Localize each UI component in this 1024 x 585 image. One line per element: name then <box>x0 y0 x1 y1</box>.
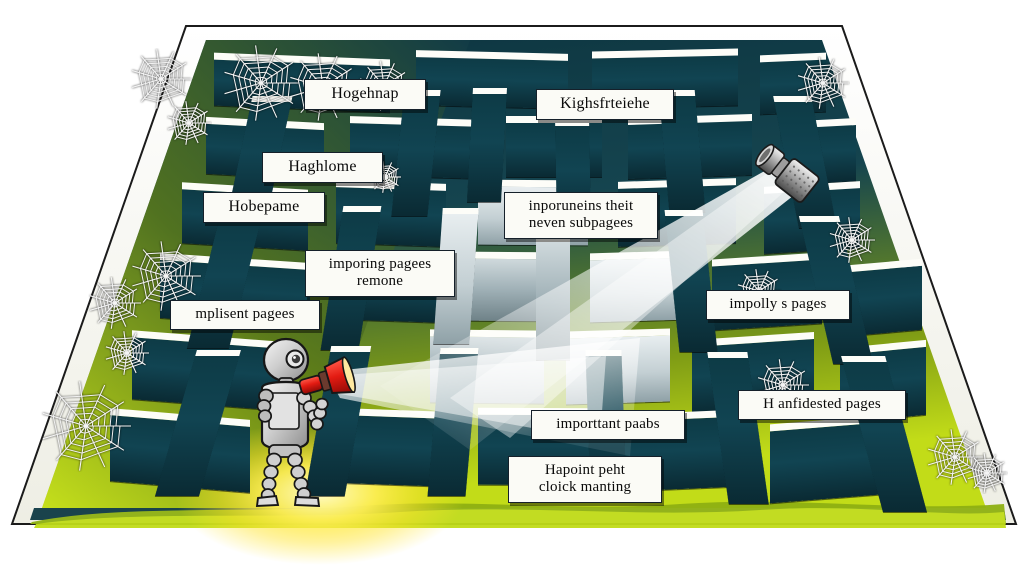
page-label-kighsfrteiehe[interactable]: Kighsfrteiehe <box>536 89 674 120</box>
page-label-haghlome[interactable]: Haghlome <box>262 152 383 183</box>
overhead-torch[interactable] <box>748 140 832 210</box>
page-label-imporing[interactable]: imporing pagees remone <box>305 250 455 297</box>
page-label-hogehnap[interactable]: Hogehnap <box>304 79 426 110</box>
page-label-mplisent[interactable]: mplisent pagees <box>170 300 320 330</box>
robot-explorer[interactable] <box>238 336 368 511</box>
page-label-importtant[interactable]: importtant paabs <box>531 410 685 440</box>
page-label-hapoint[interactable]: Hapoint peht cloick manting <box>508 456 662 503</box>
handheld-flashlight[interactable] <box>294 356 360 408</box>
page-label-hobepame[interactable]: Hobepame <box>203 192 325 223</box>
page-label-impolly[interactable]: impolly s pages <box>706 290 850 320</box>
page-label-hanfidested[interactable]: H anfidested pages <box>738 390 906 420</box>
page-label-inporuneins[interactable]: inporuneins theit neven subpagees <box>504 192 658 239</box>
